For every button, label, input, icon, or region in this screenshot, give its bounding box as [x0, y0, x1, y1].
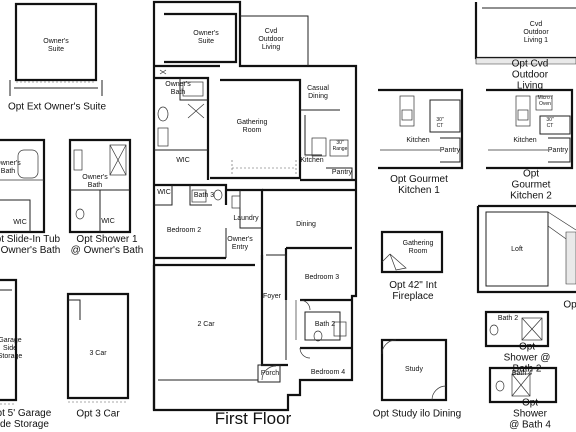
room-gathering-room: Gathering Room: [236, 119, 268, 134]
room-bath-3: Bath 3: [193, 192, 215, 199]
room-cvd-outdoor-living: Cvd Outdoor Living: [258, 28, 284, 51]
opt-gourmet-kitchen-2-pantry: Pantry: [547, 147, 569, 154]
opt-shower-bath-2-drawing: [484, 310, 550, 348]
opt-shower-1-bath: Owner's Bath: [82, 174, 108, 189]
opt-gourmet-kitchen-1-caption: Opt Gourmet Kitchen 1: [390, 174, 448, 196]
opt-3-car-caption: Opt 3 Car: [76, 408, 120, 420]
room-bedroom-3: Bedroom 3: [304, 274, 340, 281]
room-2-car: 2 Car: [197, 321, 215, 328]
room-wic: WIC: [176, 157, 190, 164]
room-owners-bath: Owner's Bath: [165, 81, 191, 96]
room-foyer: Foyer: [263, 293, 281, 300]
opt-3-car-label: 3 Car: [89, 350, 107, 357]
opt-study-caption: Opt Study ilo Dining: [372, 408, 462, 420]
opt-ext-owners-suite-caption: Opt Ext Owner's Suite: [7, 101, 107, 113]
opt-gourmet-kitchen-2-kitchen: Kitchen: [513, 137, 537, 144]
opt-fireplace-caption: Opt 42" Int Fireplace: [389, 280, 437, 302]
opt-fireplace-drawing: [380, 230, 444, 274]
main-plan-walls: [152, 0, 358, 412]
opt-ext-owners-suite-label: Owner's Suite: [43, 38, 69, 53]
room-wic-2: WIC: [157, 189, 171, 196]
room-bedroom-2: Bedroom 2: [166, 227, 202, 234]
opt-shower-1-caption: Opt Shower 1 @ Owner's Bath: [70, 234, 144, 256]
room-bedroom-4: Bedroom 4: [310, 369, 346, 376]
opt-garage-storage-caption: Opt 5' Garage Side Storage: [0, 408, 52, 430]
opt-shower-bath-4-caption: Opt Shower @ Bath 4: [509, 397, 551, 431]
opt-shower-bath-4-drawing: [488, 366, 558, 404]
opt-garage-storage-drawing: [0, 278, 18, 405]
room-dining: Dining: [296, 221, 316, 228]
opt-loft-label: Loft: [511, 246, 523, 253]
room-pantry: Pantry: [331, 169, 353, 176]
opt-shower-1-wic: WIC: [101, 218, 115, 225]
opt-fireplace-label: Gathering Room: [402, 240, 434, 255]
room-porch: Porch: [260, 370, 280, 377]
room-casual-dining: Casual Dining: [307, 85, 329, 100]
opt-gourmet-kitchen-1-pantry: Pantry: [439, 147, 461, 154]
opt-gourmet-kitchen-1-ct: 30" CT: [436, 117, 444, 129]
floor-title: First Floor: [214, 409, 292, 428]
opt-slide-in-tub-bath: Owner's Bath: [0, 160, 21, 175]
room-owners-entry: Owner's Entry: [227, 236, 253, 251]
room-laundry: Laundry: [233, 215, 259, 222]
opt-ext-owners-suite-drawing: [9, 2, 103, 96]
opt-gourmet-kitchen-1-kitchen: Kitchen: [406, 137, 430, 144]
opt-slide-in-tub-drawing: [0, 138, 46, 234]
room-owners-suite: Owner's Suite: [193, 30, 219, 45]
opt-garage-storage-label: Garage Side Storage: [0, 337, 23, 360]
main-plan-fixtures: [157, 69, 347, 381]
opt-cvd-outdoor-living-label: Cvd Outdoor Living 1: [523, 21, 549, 44]
opt-shower-bath-2-label: Bath 2: [497, 315, 519, 322]
opt-shower-1-drawing: [68, 138, 132, 234]
opt-cvd-outdoor-living-caption: Opt Cvd Outdoor Living: [511, 58, 549, 92]
opt-shower-bath-4-label: Bath 4: [511, 370, 533, 377]
opt-study-label: Study: [405, 366, 423, 373]
opt-study-drawing: [380, 338, 448, 402]
opt-gourmet-kitchen-2-micro: Micro / Oven: [537, 95, 553, 107]
opt-cvd-outdoor-living-drawing: [474, 2, 576, 65]
opt-gourmet-kitchen-2-drawing: [486, 88, 574, 170]
opt-loft-caption: Op: [563, 299, 576, 311]
opt-shower-bath-2-caption: Opt Shower @ Bath 2: [503, 341, 551, 375]
range-label: 30" Range: [332, 140, 348, 152]
room-bath-2: Bath 2: [314, 321, 336, 328]
opt-slide-in-tub-caption: Opt Slide-In Tub @ Owner's Bath: [0, 234, 61, 256]
opt-gourmet-kitchen-1-drawing: [378, 88, 464, 170]
opt-gourmet-kitchen-2-caption: Opt Gourmet Kitchen 2: [510, 168, 552, 202]
room-kitchen: Kitchen: [300, 157, 324, 164]
opt-gourmet-kitchen-2-ct: 30" CT: [546, 117, 554, 129]
opt-loft-drawing: [476, 204, 576, 294]
opt-slide-in-tub-wic: WIC: [13, 219, 27, 226]
opt-3-car-drawing: [66, 292, 130, 403]
